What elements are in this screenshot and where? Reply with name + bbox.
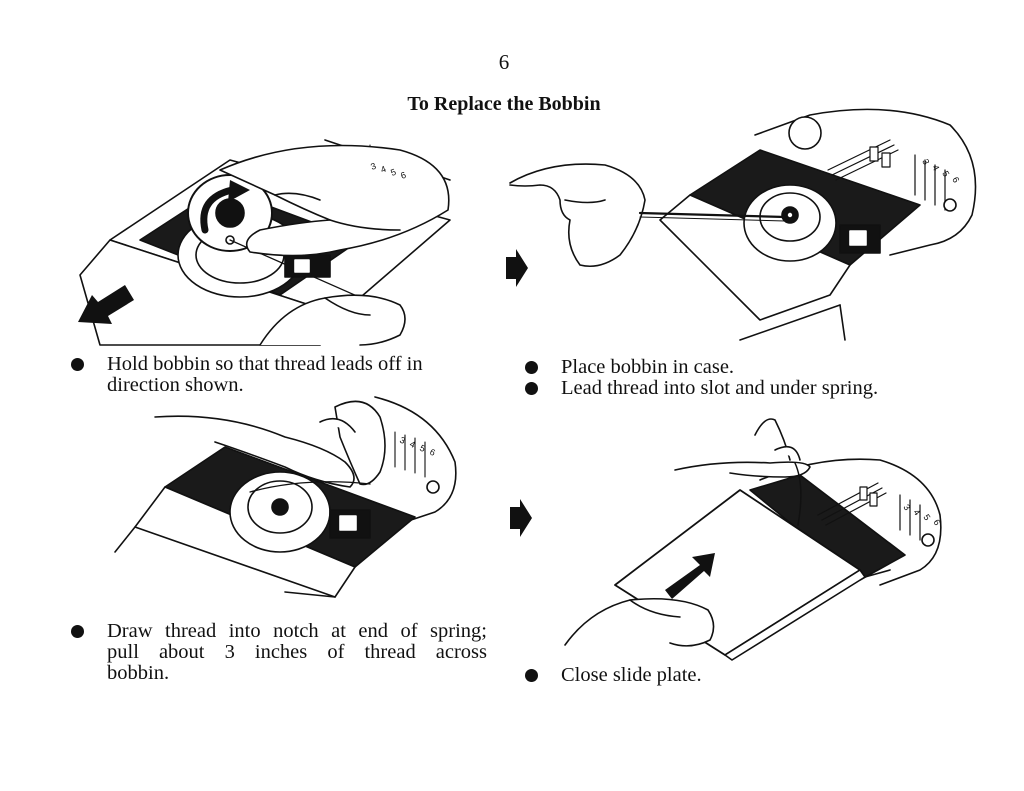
plate-marking-number: 3 — [901, 502, 912, 512]
plate-marking-number: 5 — [418, 443, 427, 454]
plate-marking-number: 6 — [950, 175, 961, 184]
caption-step-2: Place bobbin in case. Lead thread into s… — [525, 357, 965, 399]
plate-marking-number: 4 — [911, 507, 922, 517]
bullet-icon — [71, 625, 84, 638]
hand-top — [674, 418, 811, 478]
hand-bottom — [259, 294, 406, 346]
caption-row: direction shown. — [71, 375, 491, 396]
bullet-icon — [71, 358, 84, 371]
plate-marking-number: 6 — [399, 170, 407, 181]
caption-row: Lead thread into slot and under spring. — [525, 378, 965, 399]
caption-line: direction shown. — [107, 374, 244, 396]
hand-bottom — [564, 597, 715, 647]
caption-line: pull about 3 inches of thread across — [107, 641, 487, 663]
plate-marking-number: 6 — [428, 447, 437, 458]
caption-line: Place bobbin in case. — [561, 356, 735, 378]
bullet-icon — [525, 361, 538, 374]
bullet-icon — [525, 669, 538, 682]
caption-row: pull about 3 inches of thread across — [71, 642, 487, 663]
caption-line: Lead thread into slot and under spring. — [561, 377, 879, 399]
caption-line: Draw thread into notch at end of spring; — [107, 620, 487, 642]
caption-line: bobbin. — [107, 662, 170, 684]
hand-top — [154, 400, 386, 488]
push-arrow-icon — [665, 553, 715, 599]
plate-marking-number: 3 — [369, 161, 377, 172]
bullet-icon — [525, 382, 538, 395]
caption-row: Close slide plate. — [525, 665, 825, 686]
caption-step-4: Close slide plate. — [525, 665, 825, 686]
sequence-arrow-icon — [506, 249, 528, 292]
caption-row: Place bobbin in case. — [525, 357, 965, 378]
caption-line: Hold bobbin so that thread leads off in — [107, 353, 423, 375]
plate-marking-number: 6 — [931, 517, 942, 527]
sequence-arrow-icon — [510, 499, 532, 542]
caption-row: Draw thread into notch at end of spring; — [71, 621, 487, 642]
plate-marking-number: 5 — [940, 169, 951, 178]
plate-marking-number: 3 — [398, 435, 407, 446]
plate-marking-number: 4 — [379, 164, 387, 175]
hand-left — [509, 163, 646, 268]
caption-step-3: Draw thread into notch at end of spring;… — [71, 621, 487, 684]
page-number: 6 — [498, 50, 510, 74]
hand-top — [219, 144, 450, 257]
plate-marking-number: 5 — [389, 167, 397, 178]
caption-row: Hold bobbin so that thread leads off in — [71, 354, 491, 375]
caption-step-1: Hold bobbin so that thread leads off in … — [71, 354, 491, 396]
caption-row: bobbin. — [71, 663, 487, 684]
plate-marking-number: 5 — [921, 512, 932, 522]
plate-marking-number: 4 — [408, 439, 417, 450]
page-title: To Replace the Bobbin — [407, 93, 601, 115]
caption-line: Close slide plate. — [561, 664, 702, 686]
plate-marking-number: 3 — [920, 157, 931, 166]
plate-marking-number: 4 — [930, 163, 941, 172]
direction-arrow-icon — [78, 285, 134, 324]
